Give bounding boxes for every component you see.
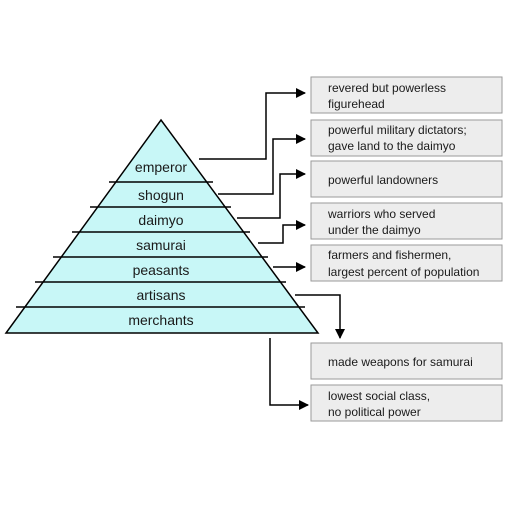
description-box-frame: [310, 119, 503, 157]
description-box-frame: [310, 342, 503, 380]
level-label-samurai: samurai: [136, 237, 186, 253]
description-text: figurehead: [328, 97, 385, 111]
level-label-merchants: merchants: [128, 312, 193, 328]
connector-arrow-daimyo: [237, 169, 306, 219]
description-box-merchants: lowest social class, no political power: [310, 384, 503, 422]
description-box-frame: [310, 202, 503, 240]
description-text: largest percent of population: [328, 265, 479, 279]
description-box-emperor: revered but powerless figurehead: [310, 76, 503, 114]
description-text: powerful military dictators;: [328, 123, 467, 137]
connector-arrow-emperor: [199, 88, 306, 160]
level-label-emperor: emperor: [135, 159, 187, 175]
description-box-frame: [310, 76, 503, 114]
pyramid: emperor shogun daimyo samurai peasants a…: [4, 118, 320, 334]
description-box-shogun: powerful military dictators; gave land t…: [310, 119, 503, 157]
pyramid-outline: [4, 118, 320, 334]
description-text: gave land to the daimyo: [328, 139, 456, 153]
description-text: powerful landowners: [328, 173, 438, 187]
description-box-artisans: made weapons for samurai: [310, 342, 503, 380]
description-text: warriors who served: [327, 207, 435, 221]
description-text: lowest social class,: [328, 389, 430, 403]
description-text: farmers and fishermen,: [328, 248, 451, 262]
description-text: made weapons for samurai: [328, 355, 473, 369]
description-box-samurai: warriors who served under the daimyo: [310, 202, 503, 240]
level-label-artisans: artisans: [136, 287, 185, 303]
description-box-frame: [310, 160, 503, 198]
description-box-frame: [310, 384, 503, 422]
level-label-daimyo: daimyo: [138, 212, 183, 228]
connectors: [199, 88, 345, 410]
level-label-peasants: peasants: [133, 262, 190, 278]
description-text: revered but powerless: [328, 81, 446, 95]
description-text: under the daimyo: [328, 223, 421, 237]
connector-arrow-artisans: [295, 294, 345, 339]
description-box-daimyo: powerful landowners: [310, 160, 503, 198]
description-boxes: revered but powerless figurehead powerfu…: [310, 76, 503, 422]
description-text: no political power: [328, 405, 421, 419]
level-label-shogun: shogun: [138, 187, 184, 203]
connector-arrow-samurai: [258, 220, 306, 244]
connector-arrow-merchants: [269, 338, 309, 410]
connector-arrow-shogun: [218, 134, 306, 195]
description-box-peasants: farmers and fishermen, largest percent o…: [310, 244, 503, 282]
description-box-frame: [310, 244, 503, 282]
